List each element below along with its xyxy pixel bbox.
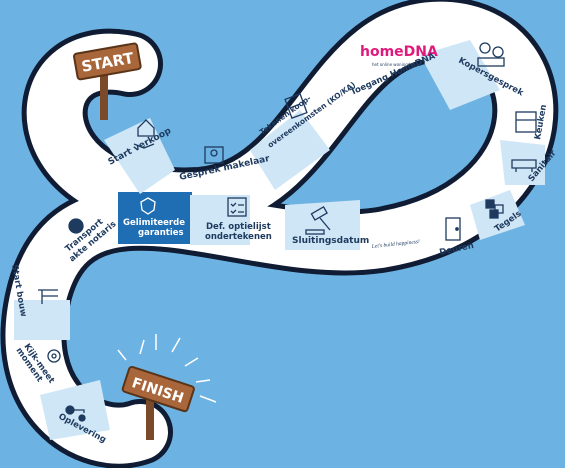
square-def-optielijst-line2: ondertekenen bbox=[205, 232, 272, 242]
square-highlight-bg bbox=[118, 192, 192, 244]
start-sign-post bbox=[100, 70, 108, 120]
agent-icon bbox=[204, 146, 224, 164]
contract-icon bbox=[284, 93, 308, 119]
finish-sign-board bbox=[121, 365, 195, 413]
square-gelimiteerde-line2: garanties bbox=[138, 228, 184, 238]
handshake-house-icon bbox=[133, 119, 155, 149]
keys-icon bbox=[65, 405, 86, 422]
homedna-logo: homeDNA het online woningdossier bbox=[360, 44, 438, 67]
start-sign-board bbox=[73, 42, 142, 81]
kitchen-icon bbox=[515, 111, 537, 133]
guarantee-icon bbox=[140, 197, 156, 215]
gavel-icon bbox=[305, 206, 331, 235]
measure-icon bbox=[47, 349, 61, 363]
finish-sign-post bbox=[146, 390, 154, 440]
homedna-logo-text: homeDNA bbox=[360, 44, 438, 60]
start-sign: START bbox=[73, 42, 142, 120]
notary-seal-icon bbox=[68, 218, 84, 234]
finish-sparkles bbox=[117, 334, 217, 403]
checklist-icon bbox=[227, 197, 247, 217]
light-tiles bbox=[14, 40, 545, 440]
bathtub-icon bbox=[511, 159, 537, 172]
square-def-optielijst-line1: Def. optielijst bbox=[206, 222, 271, 232]
icons bbox=[38, 42, 537, 422]
square-sluitingsdatum: Sluitingsdatum bbox=[292, 236, 369, 246]
people-meeting-icon bbox=[477, 42, 505, 67]
square-gelimiteerde-line1: Gelimiteerde bbox=[123, 218, 185, 228]
door-icon bbox=[445, 217, 461, 241]
homedna-tagline: het online woningdossier bbox=[372, 62, 422, 67]
crane-icon bbox=[38, 289, 58, 304]
square-slogan: Let's build happiness! bbox=[371, 239, 421, 250]
tiles-icon bbox=[485, 199, 504, 219]
